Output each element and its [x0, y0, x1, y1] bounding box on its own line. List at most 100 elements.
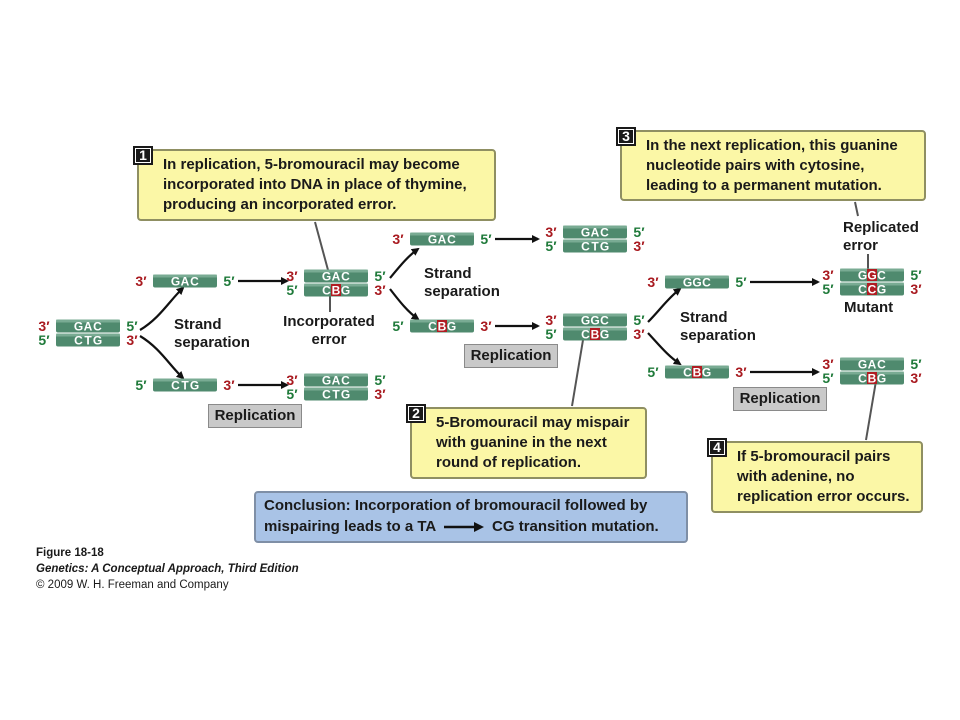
original-duplex-top-left-end: 3′: [38, 318, 50, 334]
second-normal-duplex-bottom-shine: [563, 239, 627, 243]
conclusion-lead: Conclusion:: [264, 497, 351, 514]
mispair-duplex-top-left-end: 3′: [545, 312, 557, 328]
incorporated-error-line1: Incorporated: [283, 313, 375, 330]
single-ctg-lower-base: C: [171, 379, 180, 393]
single-cbg-second-left-end: 5′: [392, 318, 404, 334]
mispair-duplex-bottom-left-end: 5′: [545, 326, 557, 342]
arrow-separate-down-1: [139, 335, 185, 380]
normal-duplex-top-base: A: [332, 374, 341, 388]
single-cbg-second-bu-highlight: [437, 320, 447, 332]
conclusion-line-2: mispairing leads to a TA CG transition m…: [264, 516, 678, 537]
second-normal-duplex-top-shine: [563, 225, 627, 229]
pointer-callout-2: [571, 339, 584, 407]
connector-layer: [139, 201, 877, 441]
incorporated-duplex-bottom-base: B: [332, 284, 341, 298]
single-cbg-third-left-end: 5′: [647, 364, 659, 380]
mispair-duplex-bottom-base: G: [600, 328, 609, 342]
arrow-separate-down-2: [389, 288, 420, 321]
callout-step-4: 4 If 5-bromouracil pairs with adenine, n…: [707, 438, 923, 513]
mispair-duplex-bottom-bu-highlight: [590, 328, 600, 340]
step-number-4: 4: [707, 438, 727, 457]
mutant-label: Mutant: [844, 299, 894, 316]
callout-step-1: 1 In replication, 5-bromouracil may beco…: [133, 146, 496, 221]
mispair-duplex-top-bar: [563, 313, 627, 327]
transition-arrow-icon: [443, 522, 484, 533]
single-cbg-second-right-end: 3′: [480, 318, 492, 334]
conclusion-line2-a: mispairing leads to a TA: [264, 518, 436, 535]
mutant-duplex-top-bu-highlight: [867, 269, 877, 281]
mutant-duplex-top-left-end: 3′: [822, 267, 834, 283]
normal-duplex-bottom-left-end: 5′: [286, 386, 298, 402]
second-normal-duplex-bottom-base: G: [600, 240, 609, 254]
single-gac-second-left-end: 3′: [392, 231, 404, 247]
no-error-duplex-bottom-base: C: [858, 372, 867, 386]
single-ggc-third-base: G: [683, 276, 692, 290]
normal-duplex-bottom-right-end: 3′: [374, 386, 386, 402]
mutant-duplex-bottom-base: G: [877, 283, 886, 297]
single-ctg-lower-right-end: 3′: [223, 377, 235, 393]
conclusion-line1-text: Incorporation of bromouracil followed by: [350, 497, 648, 514]
second-normal-duplex-top-right-end: 5′: [633, 224, 645, 240]
mispair-duplex-top-base: G: [581, 314, 590, 328]
normal-duplex-top-bar: [304, 373, 368, 387]
mispair-duplex-bottom-base: B: [591, 328, 600, 342]
single-cbg-third-base: B: [693, 366, 702, 380]
original-duplex-bottom-left-end: 5′: [38, 332, 50, 348]
step-number-3: 3: [616, 127, 636, 146]
single-ggc-third-base: G: [692, 276, 701, 290]
strand-separation-2-line1: Strand: [424, 265, 472, 282]
normal-duplex-bottom-base: C: [322, 388, 331, 402]
mutant-duplex-bottom-base: C: [868, 283, 877, 297]
no-error-duplex-top-right-end: 5′: [910, 356, 922, 372]
no-error-duplex-bottom-right-end: 3′: [910, 370, 922, 386]
arrow-separate-up-2: [389, 247, 420, 279]
single-gac-upper-base: G: [171, 275, 180, 289]
single-ggc-third-bar: [665, 275, 729, 289]
strand-separation-label-3: Strand separation: [680, 309, 756, 345]
original-duplex-top-bar: [56, 319, 120, 333]
replication-box-3: Replication: [733, 387, 827, 411]
callout-3-text: In the next replication, this guanine nu…: [646, 137, 898, 194]
single-gac-upper-right-end: 5′: [223, 273, 235, 289]
single-cbg-third-base: G: [702, 366, 711, 380]
single-gac-upper-base: A: [181, 275, 190, 289]
original-duplex-top-base: G: [74, 320, 83, 334]
incorporated-duplex-top-base: A: [332, 270, 341, 284]
conclusion-line-1: Conclusion: Incorporation of bromouracil…: [264, 495, 678, 516]
no-error-duplex-bottom-left-end: 5′: [822, 370, 834, 386]
original-duplex-top-shine: [56, 319, 120, 323]
mutant-duplex-bottom-base: C: [858, 283, 867, 297]
normal-duplex-top-right-end: 5′: [374, 372, 386, 388]
incorporated-duplex-bottom-left-end: 5′: [286, 282, 298, 298]
normal-duplex-top-shine: [304, 373, 368, 377]
no-error-duplex-bottom-base: G: [877, 372, 886, 386]
incorporated-duplex-bottom-base: G: [341, 284, 350, 298]
arrow-separate-up-3: [647, 287, 682, 323]
second-normal-duplex-bottom-bar: [563, 239, 627, 253]
pointer-callout-4: [865, 380, 877, 441]
incorporated-duplex-top-base: G: [322, 270, 331, 284]
incorporated-duplex-top-base: C: [341, 270, 350, 284]
mutant-duplex-top-base: G: [867, 269, 876, 283]
single-ctg-lower-base: G: [190, 379, 199, 393]
single-cbg-third-base: C: [683, 366, 692, 380]
callout-step-3: 3 In the next replication, this guanine …: [616, 127, 926, 201]
single-gac-second-base: G: [428, 233, 437, 247]
single-gac-second-base: A: [438, 233, 447, 247]
incorporated-duplex-top-right-end: 5′: [374, 268, 386, 284]
single-gac-upper-bar: [153, 274, 217, 288]
incorporated-duplex-bottom-right-end: 3′: [374, 282, 386, 298]
figure-caption-number: Figure 18-18: [36, 547, 104, 559]
original-duplex-top-right-end: 5′: [126, 318, 138, 334]
figure-caption-book: Genetics: A Conceptual Approach, Third E…: [36, 563, 299, 575]
no-error-duplex-top-shine: [840, 357, 904, 361]
single-ctg-lower-left-end: 5′: [135, 377, 147, 393]
